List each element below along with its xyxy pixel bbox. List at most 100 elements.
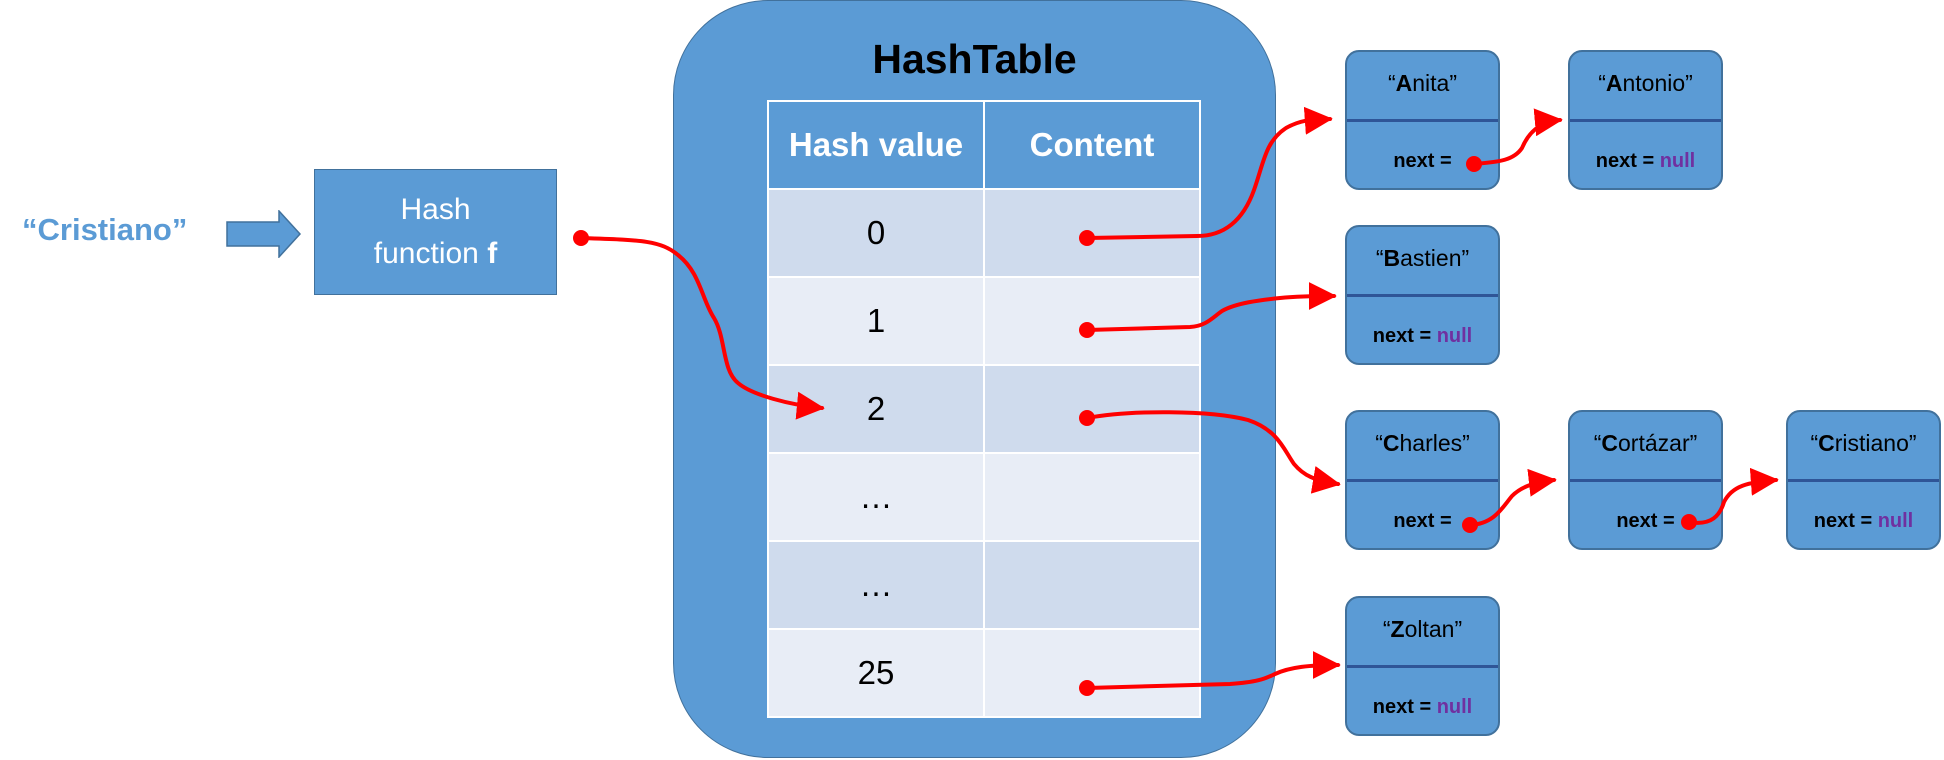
node-name-rest: astien”: [1400, 245, 1470, 271]
content-cell: [983, 276, 1201, 366]
node-name-rest: nita”: [1412, 70, 1458, 96]
node-bastien: “Bastien” next = null: [1345, 225, 1500, 365]
next-label: next =: [1595, 150, 1660, 172]
next-label: next =: [1393, 510, 1452, 532]
node-cristiano: “Cristiano” next = null: [1786, 410, 1941, 550]
node-name-rest: oltan”: [1404, 616, 1463, 642]
table-header-row: Hash value Content: [767, 100, 1201, 190]
content-cell: [983, 364, 1201, 454]
node-initial: C: [1818, 430, 1835, 456]
node-initial: A: [1395, 70, 1413, 96]
next-label: next =: [1616, 510, 1675, 532]
node-divider: [1788, 479, 1939, 482]
node-name: “Charles”: [1347, 430, 1498, 457]
table-row: …: [767, 452, 1201, 542]
bucket-1-pointer-dot: [1079, 322, 1095, 338]
node-antonio: “Antonio” next = null: [1568, 50, 1723, 190]
node-name-rest: ristiano”: [1834, 430, 1917, 456]
hash-table: Hash value Content 0 1 2 … … 25: [767, 100, 1201, 718]
table-row: 2: [767, 364, 1201, 454]
input-arrow-icon: [226, 210, 302, 258]
hash-function-box: Hash function f: [314, 169, 557, 295]
hash-value-cell: …: [767, 452, 985, 542]
quote-mark: “: [1375, 245, 1384, 271]
header-content: Content: [983, 100, 1201, 190]
next-label: next =: [1372, 325, 1437, 347]
table-row: 0: [767, 188, 1201, 278]
node-initial: Z: [1390, 616, 1405, 642]
bucket-25-pointer-arrow: [1085, 651, 1341, 690]
input-key-label: “Cristiano”: [22, 212, 188, 247]
quote-mark: “: [1375, 430, 1383, 456]
table-row: 1: [767, 276, 1201, 366]
node-name-rest: ntonio”: [1622, 70, 1693, 96]
node-name-rest: harles”: [1399, 430, 1470, 456]
bucket-0-pointer-dot: [1079, 230, 1095, 246]
node-next: next =: [1347, 510, 1498, 533]
bucket-25-pointer-dot: [1079, 680, 1095, 696]
hash-output-dot: [573, 230, 589, 246]
node-divider: [1570, 119, 1721, 122]
charles-next-arrow: [1468, 468, 1557, 527]
node-next: next =: [1570, 510, 1721, 533]
node-initial: B: [1383, 245, 1401, 271]
bucket-0-pointer-arrow: [1085, 106, 1333, 240]
header-hash-value: Hash value: [767, 100, 985, 190]
next-value: null: [1659, 150, 1696, 172]
bucket-2-pointer-dot: [1079, 410, 1095, 426]
anita-next-dot: [1466, 156, 1482, 172]
content-cell: [983, 188, 1201, 278]
hash-function-text: function: [373, 237, 488, 270]
node-next: next =: [1347, 150, 1498, 173]
table-row: …: [767, 540, 1201, 630]
next-label: next =: [1372, 696, 1437, 718]
node-name: “Cristiano”: [1788, 430, 1939, 457]
bucket-1-pointer-arrow: [1085, 282, 1337, 332]
node-name: “Bastien”: [1347, 245, 1498, 272]
quote-mark: “: [1810, 430, 1819, 456]
hashtable-title: HashTable: [872, 36, 1077, 82]
hash-function-symbol: f: [487, 237, 498, 270]
cortazar-next-arrow: [1687, 467, 1779, 525]
table-row: 25: [767, 628, 1201, 718]
node-name: “Zoltan”: [1347, 616, 1498, 643]
quote-mark: “: [1387, 70, 1396, 96]
node-initial: A: [1605, 70, 1623, 96]
node-divider: [1570, 479, 1721, 482]
quote-mark: “: [1598, 70, 1606, 96]
content-cell: [983, 452, 1201, 542]
charles-next-dot: [1462, 517, 1478, 533]
next-value: null: [1436, 325, 1473, 347]
node-divider: [1347, 119, 1498, 122]
node-initial: C: [1601, 430, 1619, 456]
node-name-rest: ortázar”: [1618, 430, 1698, 456]
hash-value-cell: 25: [767, 628, 985, 718]
node-divider: [1347, 479, 1498, 482]
hash-function-line2: function f: [374, 232, 497, 276]
anita-next-arrow: [1472, 108, 1563, 166]
node-divider: [1347, 294, 1498, 297]
node-name: “Anita”: [1347, 70, 1498, 97]
node-next: next = null: [1570, 150, 1721, 173]
node-next: next = null: [1347, 325, 1498, 348]
node-divider: [1347, 665, 1498, 668]
next-value: null: [1877, 510, 1914, 532]
quote-mark: “: [1593, 430, 1602, 456]
node-zoltan: “Zoltan” next = null: [1345, 596, 1500, 736]
node-cortazar: “Cortázar” next =: [1568, 410, 1723, 550]
content-cell: [983, 540, 1201, 630]
node-name: “Cortázar”: [1570, 430, 1721, 457]
next-value: null: [1436, 696, 1473, 718]
next-label: next =: [1393, 150, 1452, 172]
node-next: next = null: [1347, 696, 1498, 719]
hash-value-cell: …: [767, 540, 985, 630]
node-next: next = null: [1788, 510, 1939, 533]
cortazar-next-dot: [1681, 514, 1697, 530]
hash-function-line1: Hash: [400, 193, 471, 226]
quote-mark: “: [1382, 616, 1391, 642]
bucket-2-pointer-arrow: [1085, 410, 1341, 494]
node-initial: C: [1382, 430, 1400, 456]
hash-value-cell: 1: [767, 276, 985, 366]
